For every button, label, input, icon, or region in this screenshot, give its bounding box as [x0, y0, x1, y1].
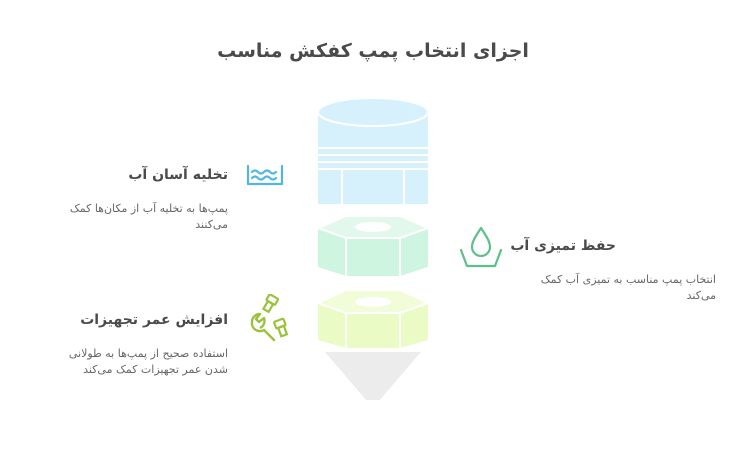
water-drop-icon: [459, 226, 503, 268]
stack-segment-middle: [315, 215, 431, 276]
item-desc-easy-drain: پمپ‌ها به تخلیه آب از مکان‌ها کمک می‌کنن…: [69, 202, 228, 231]
wrench-bolts-icon: [250, 294, 288, 342]
stack-segment-top: [317, 97, 429, 204]
item-desc-equipment-life: استفاده صحیح از پمپ‌ها به طولانی شدن عمر…: [68, 347, 228, 376]
item-title-easy-drain: تخلیه آسان آب: [128, 167, 228, 183]
stack-tip-cone: [325, 352, 421, 410]
diagram-title: اجزای انتخاب پمپ کفکش مناسب: [217, 40, 529, 62]
water-waves-icon: [246, 164, 284, 186]
item-title-water-clean: حفظ تمیزی آب: [510, 238, 616, 254]
item-desc-water-clean: انتخاب پمپ مناسب به تمیزی آب کمک می‌کند: [540, 273, 716, 302]
stack-segment-bottom: [315, 289, 431, 348]
item-title-equipment-life: افزایش عمر تجهیزات: [80, 312, 228, 328]
